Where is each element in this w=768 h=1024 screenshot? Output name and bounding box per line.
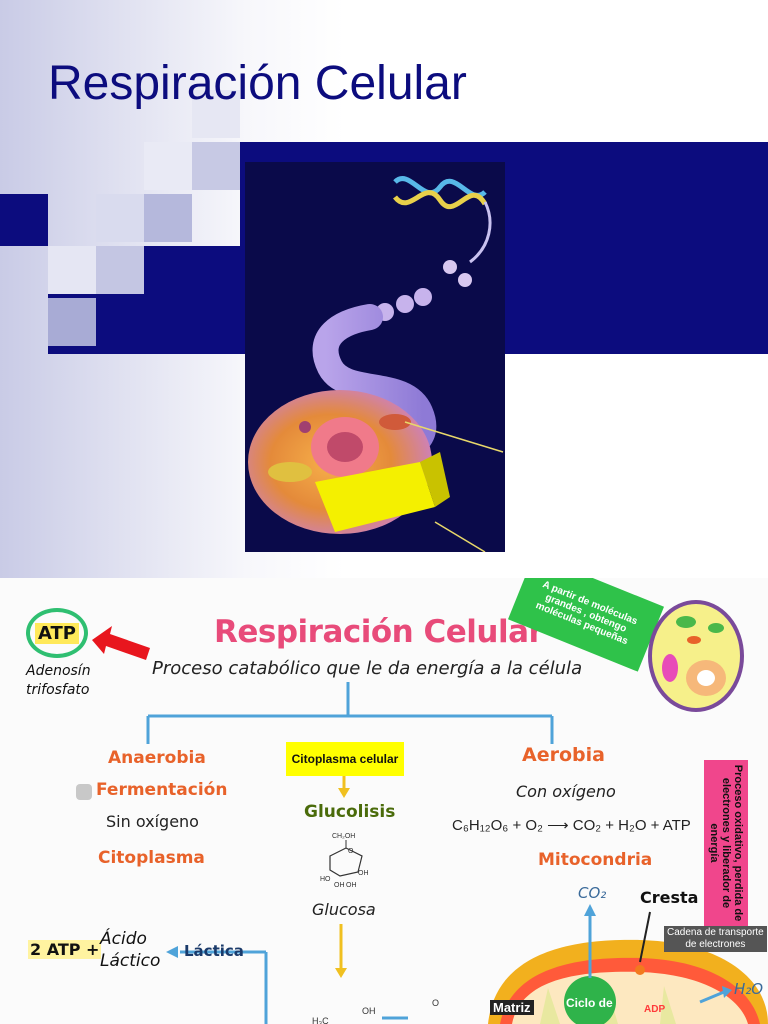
atp-badge: ATP [26, 608, 88, 658]
krebs-cycle-label: Ciclo de [566, 996, 613, 1010]
lactic-atp: 2 ATP + [28, 940, 102, 959]
aerobic-title: Aerobia [522, 744, 605, 766]
connector-lines [92, 626, 768, 1024]
anaerobic-condition: Sin oxígeno [106, 812, 199, 831]
blur-mark [76, 784, 92, 800]
red-arrow-icon [92, 626, 150, 660]
pink-note: Proceso oxidativo, perdida de electrones… [704, 760, 748, 926]
aerobic-condition: Con oxígeno [516, 782, 616, 801]
yellow-note: Citoplasma celular [286, 742, 404, 776]
glucose-label: Glucosa [312, 900, 376, 919]
lactic-acid: Ácido Láctico [100, 929, 161, 971]
slide-title: Respiración Celular [48, 57, 467, 110]
electron-chain-label: Cadena de transporte de electrones [664, 926, 767, 952]
infographic-subtitle: Proceso catabólico que le da energía a l… [152, 658, 583, 679]
adp-label: ADP [644, 1004, 666, 1015]
anaerobic-location: Citoplasma [98, 848, 205, 868]
co2-label: CO₂ [578, 884, 607, 902]
lactic-label: Láctica [184, 942, 244, 960]
aerobic-location: Mitocondria [538, 850, 653, 870]
infographic-panel: ATP Adenosín trifosfato Respiración Celu… [0, 578, 768, 1024]
h2o-label: H₂O [734, 980, 764, 998]
cell-illustration [245, 162, 505, 552]
fermentation-label: Fermentación [96, 780, 228, 800]
plant-cell-icon [648, 600, 744, 712]
respiration-equation: C₆H₁₂O₆ + O₂ ⟶ CO₂ + H₂O + ATP [452, 817, 691, 834]
navy-band-left [0, 194, 48, 246]
cresta-label: Cresta [640, 888, 699, 907]
atp-name: Adenosín trifosfato [26, 663, 91, 698]
matrix-label: Matriz [490, 1000, 534, 1015]
anaerobic-title: Anaerobia [108, 748, 206, 768]
infographic-title: Respiración Celular [214, 614, 544, 650]
glycolysis-title: Glucolisis [304, 802, 396, 822]
glucose-structure [329, 840, 363, 877]
